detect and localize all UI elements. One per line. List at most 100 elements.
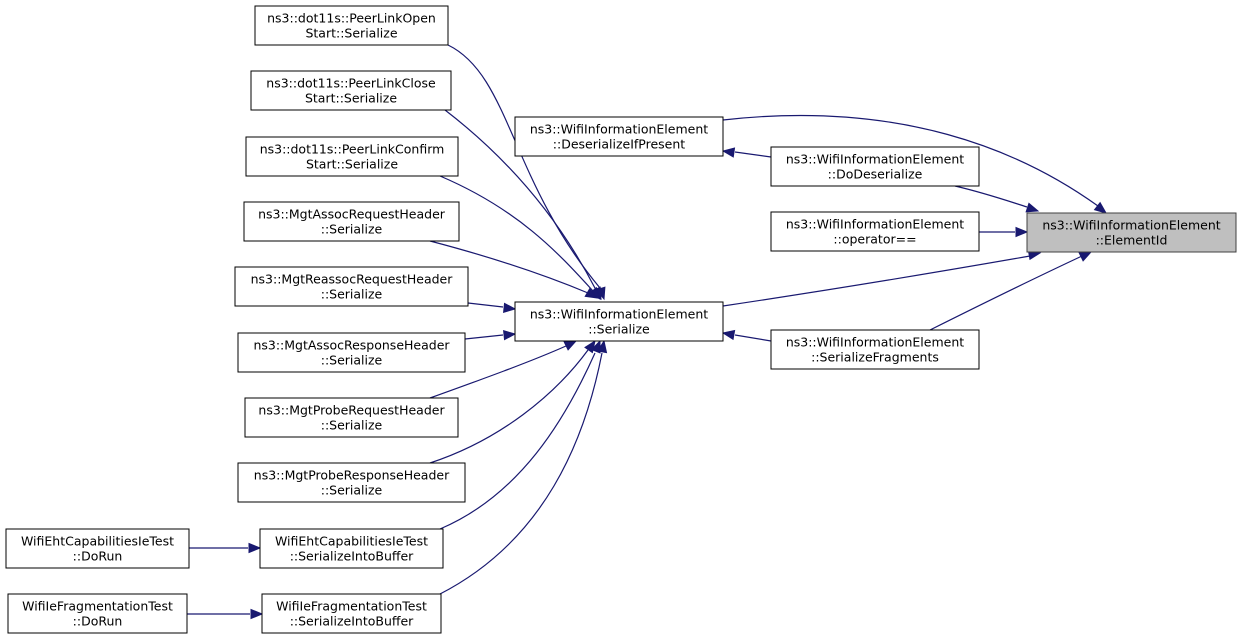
node-box[interactable]	[259, 528, 444, 569]
node-label-line: ::DoRun	[73, 549, 123, 564]
edge-reassoc-request-to-serialize	[467, 302, 517, 314]
node-box[interactable]	[245, 136, 459, 177]
node-eht-do-run[interactable]: WifiEhtCapabilitiesIeTest::DoRun	[5, 528, 190, 569]
node-label-line: ::SerializeIntoBuffer	[290, 614, 414, 629]
node-label-line: ::operator==	[833, 232, 916, 247]
arrowhead-icon	[250, 608, 264, 620]
node-box[interactable]	[514, 116, 724, 157]
node-box[interactable]	[5, 528, 190, 569]
edge-frag-do-run-to-frag-serialize-buffer	[187, 608, 264, 620]
node-assoc-request[interactable]: ns3::MgtAssocRequestHeader::Serialize	[243, 201, 460, 242]
node-box[interactable]	[770, 329, 980, 370]
arrowhead-icon	[721, 329, 736, 341]
edge-deserialize-if-present-to-element-id	[722, 114, 1108, 214]
node-label-line: ::Serialize	[321, 222, 383, 237]
edge-line	[439, 175, 594, 292]
edge-peer-link-open-to-serialize	[447, 44, 606, 301]
node-box[interactable]	[770, 211, 980, 252]
node-operator-eq[interactable]: ns3::WifiInformationElement::operator==	[770, 211, 980, 252]
edge-line	[429, 345, 567, 399]
node-box[interactable]	[770, 146, 980, 187]
node-label-line: ns3::MgtProbeRequestHeader	[258, 403, 445, 418]
node-box[interactable]	[254, 5, 449, 46]
edge-line	[467, 302, 504, 308]
node-label-line: WifiEhtCapabilitiesIeTest	[275, 534, 428, 549]
node-reassoc-request[interactable]: ns3::MgtReassocRequestHeader::Serialize	[234, 266, 469, 307]
node-box[interactable]	[1026, 212, 1237, 253]
node-label-line: ::Serialize	[321, 353, 383, 368]
arrowhead-icon	[248, 542, 262, 554]
node-label-line: ns3::MgtReassocRequestHeader	[251, 272, 454, 287]
node-box[interactable]	[261, 593, 442, 634]
node-do-deserialize[interactable]: ns3::WifiInformationElement::DoDeseriali…	[770, 146, 980, 187]
edge-line	[429, 349, 589, 464]
edge-assoc-response-to-serialize	[464, 329, 517, 341]
arrowhead-icon	[1015, 226, 1029, 238]
node-label-line: ::DoRun	[73, 614, 123, 629]
edge-line	[439, 352, 596, 530]
node-label-line: Start::Serialize	[305, 26, 397, 41]
node-label-line: ns3::MgtAssocResponseHeader	[253, 338, 450, 353]
node-label-line: ns3::WifiInformationElement	[786, 152, 964, 167]
arrowhead-icon	[503, 329, 517, 341]
node-label-line: Start::Serialize	[306, 157, 398, 172]
node-label-line: ::Serialize	[321, 483, 383, 498]
node-label-line: ns3::MgtProbeResponseHeader	[254, 468, 450, 483]
arrowhead-icon	[503, 302, 517, 314]
node-label-line: ::Serialize	[321, 287, 383, 302]
node-box[interactable]	[514, 301, 724, 342]
edge-line	[439, 352, 603, 595]
node-frag-serialize-buffer[interactable]: WifiIeFragmentationTest::SerializeIntoBu…	[261, 593, 442, 634]
node-label-line: ns3::dot11s::PeerLinkClose	[266, 76, 436, 91]
node-assoc-response[interactable]: ns3::MgtAssocResponseHeader::Serialize	[237, 332, 466, 373]
node-label-line: ::DoDeserialize	[828, 167, 923, 182]
nodes-layer: ns3::WifiInformationElement::ElementIdns…	[5, 5, 1237, 634]
edge-line	[447, 44, 601, 289]
edge-serialize-fragments-to-element-id	[929, 251, 1093, 331]
edge-line	[429, 240, 589, 294]
node-box[interactable]	[237, 462, 466, 503]
edge-line	[464, 334, 504, 340]
node-label-line: ::SerializeFragments	[811, 350, 939, 365]
edge-operator-eq-to-element-id	[979, 226, 1029, 238]
edge-line	[929, 255, 1083, 331]
node-box[interactable]	[7, 593, 188, 634]
node-frag-do-run[interactable]: WifiIeFragmentationTest::DoRun	[7, 593, 188, 634]
node-probe-response[interactable]: ns3::MgtProbeResponseHeader::Serialize	[237, 462, 466, 503]
edge-serialize-to-element-id	[722, 249, 1042, 307]
arrowhead-icon	[1025, 202, 1040, 213]
node-label-line: ns3::WifiInformationElement	[1042, 218, 1220, 233]
node-label-line: ::DeserializeIfPresent	[553, 137, 685, 152]
node-deserialize-if-present[interactable]: ns3::WifiInformationElement::Deserialize…	[514, 116, 724, 157]
node-label-line: ::ElementId	[1096, 233, 1168, 248]
edge-line	[734, 334, 772, 342]
node-eht-serialize-buffer[interactable]: WifiEhtCapabilitiesIeTest::SerializeInto…	[259, 528, 444, 569]
node-box[interactable]	[237, 332, 466, 373]
node-serialize-fragments[interactable]: ns3::WifiInformationElement::SerializeFr…	[770, 329, 980, 370]
node-label-line: ns3::dot11s::PeerLinkOpen	[267, 11, 436, 26]
node-element-id[interactable]: ns3::WifiInformationElement::ElementId	[1026, 212, 1237, 253]
edge-line	[954, 185, 1028, 208]
edge-eht-do-run-to-eht-serialize-buffer	[189, 542, 262, 554]
node-label-line: ::Serialize	[321, 418, 383, 433]
node-box[interactable]	[250, 70, 452, 111]
arrowhead-icon	[584, 287, 599, 299]
node-peer-link-open[interactable]: ns3::dot11s::PeerLinkOpenStart::Serializ…	[254, 5, 449, 46]
node-label-line: ns3::WifiInformationElement	[530, 307, 708, 322]
node-label-line: WifiIeFragmentationTest	[22, 599, 173, 614]
node-label-line: ns3::MgtAssocRequestHeader	[258, 207, 446, 222]
node-box[interactable]	[234, 266, 469, 307]
edge-serialize-fragments-to-serialize	[721, 329, 772, 342]
node-serialize[interactable]: ns3::WifiInformationElement::Serialize	[514, 301, 724, 342]
edge-line	[734, 151, 772, 158]
node-peer-link-confirm[interactable]: ns3::dot11s::PeerLinkConfirmStart::Seria…	[245, 136, 459, 177]
edge-line	[722, 114, 1099, 207]
node-peer-link-close[interactable]: ns3::dot11s::PeerLinkCloseStart::Seriali…	[250, 70, 452, 111]
node-box[interactable]	[244, 397, 459, 438]
arrowhead-icon	[721, 147, 736, 158]
node-label-line: WifiEhtCapabilitiesIeTest	[21, 534, 174, 549]
node-probe-request[interactable]: ns3::MgtProbeRequestHeader::Serialize	[244, 397, 459, 438]
node-box[interactable]	[243, 201, 460, 242]
arrowhead-icon	[596, 339, 608, 354]
